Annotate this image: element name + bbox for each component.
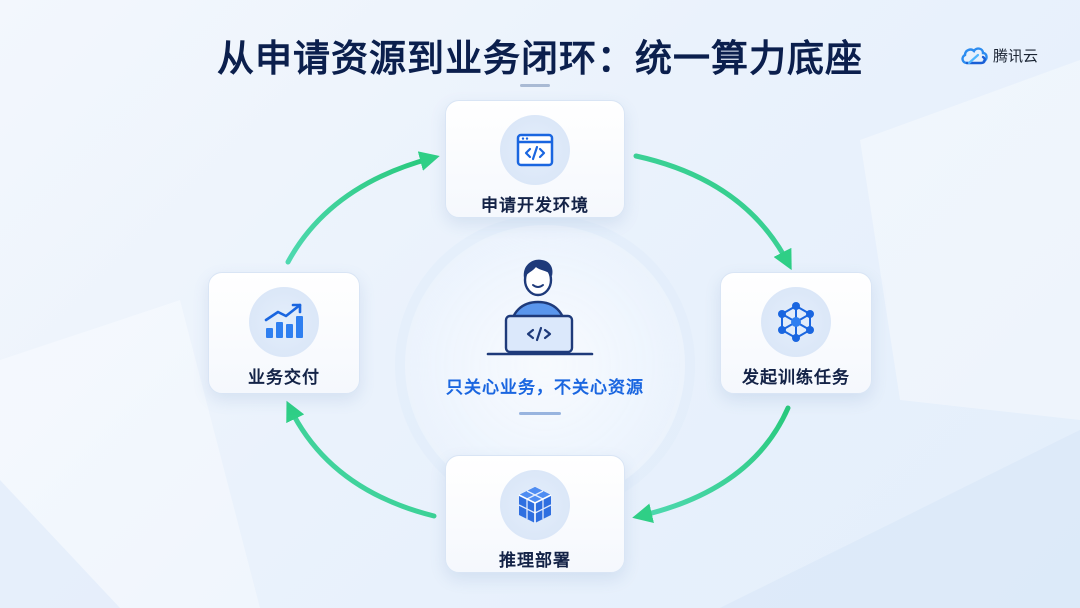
step-card-inference[interactable]: 推理部署 [445,455,625,573]
growth-chart-icon [264,303,303,338]
step-label: 发起训练任务 [742,368,850,388]
brand-logo: 腾讯云 [959,44,1038,66]
tencent-cloud-icon [961,47,988,65]
arrow-bottom-to-left [286,400,437,519]
arrow-top-to-right [633,153,792,271]
center-underline [519,412,561,415]
arrow-right-to-bottom [632,405,791,524]
developer-at-laptop-icon [486,259,594,356]
code-window-icon [516,133,554,167]
step-label: 申请开发环境 [481,196,589,216]
step-card-training[interactable]: 发起训练任务 [720,272,872,394]
step-label: 业务交付 [248,368,320,388]
step-label: 推理部署 [499,551,571,571]
page-title: 从申请资源到业务闭环：统一算力底座 [217,37,863,80]
brand-name: 腾讯云 [992,46,1038,65]
title-underline [520,84,550,87]
arrow-left-to-top [285,151,440,265]
center-slogan: 只关心业务，不关心资源 [446,378,644,398]
neural-network-icon [778,302,814,342]
cube-blocks-icon [518,487,552,523]
step-card-delivery[interactable]: 业务交付 [208,272,360,394]
step-card-dev-env[interactable]: 申请开发环境 [445,100,625,218]
